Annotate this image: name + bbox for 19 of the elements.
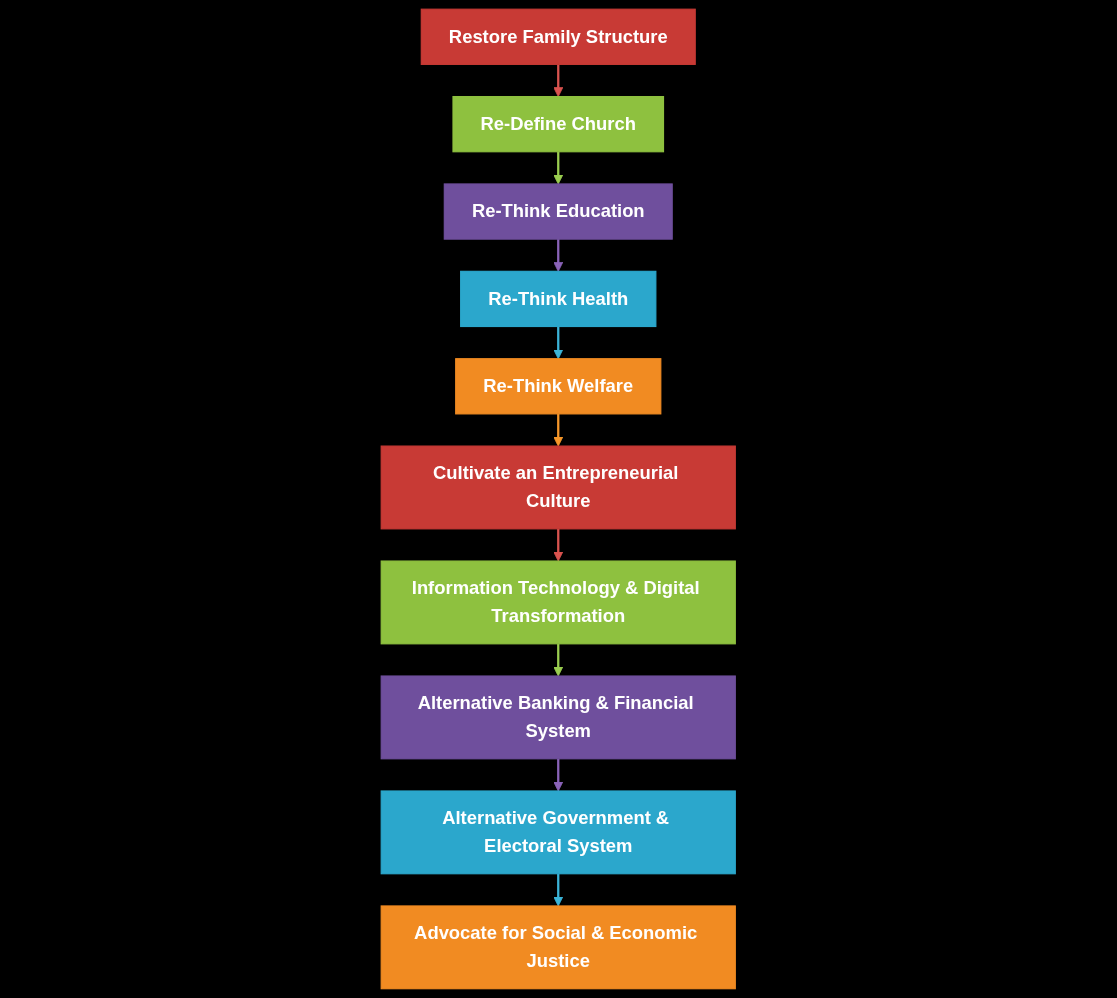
node-box: Information Technology & Digital Transformation — [380, 560, 737, 645]
node-box: Restore Family Structure — [420, 8, 697, 65]
node-box: Re-Think Health — [460, 270, 657, 328]
arrow — [553, 64, 564, 98]
node-box: Alternative Government & Electoral System — [380, 790, 737, 875]
arrow — [553, 758, 564, 792]
node-box: Cultivate an Entrepreneurial Culture — [380, 445, 737, 530]
arrow — [553, 151, 564, 185]
node-box: Re-Think Welfare — [455, 358, 662, 415]
arrow — [553, 326, 564, 360]
arrow — [553, 239, 564, 272]
node-box: Re-Think Education — [443, 183, 674, 240]
arrow — [553, 528, 564, 562]
node-box: Alternative Banking & Financial System — [380, 675, 737, 760]
arrow — [553, 643, 564, 677]
arrow — [553, 413, 564, 447]
arrow — [553, 873, 564, 907]
node-box: Re-Define Church — [452, 96, 665, 153]
node-box: Advocate for Social & Economic Justice — [380, 905, 737, 990]
